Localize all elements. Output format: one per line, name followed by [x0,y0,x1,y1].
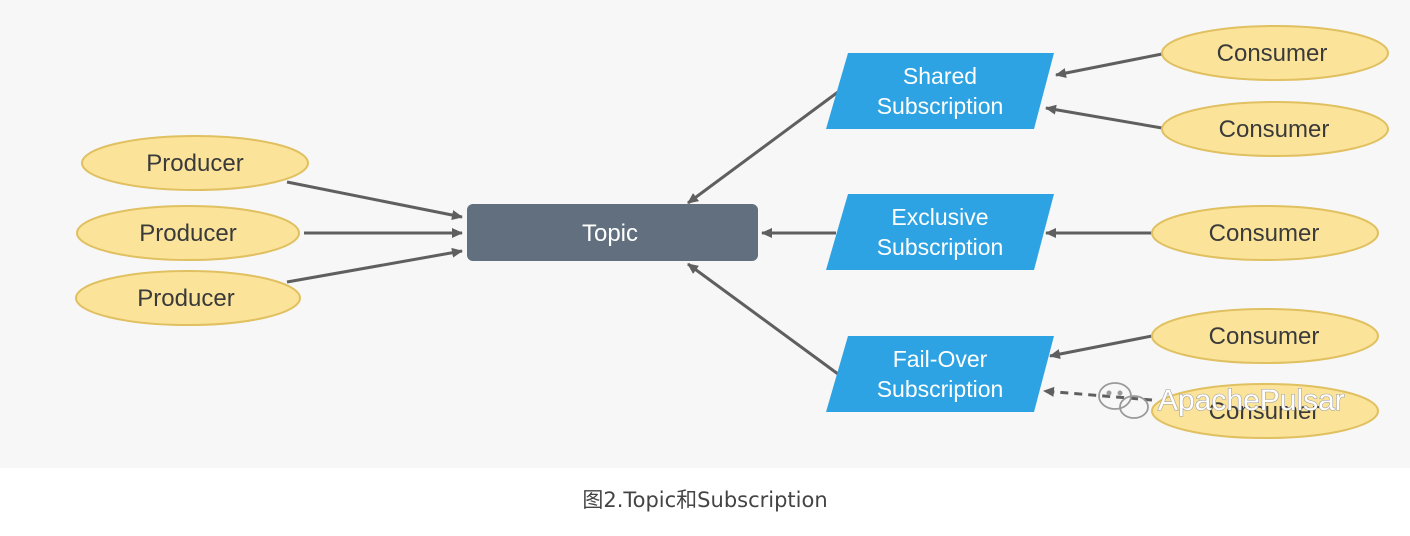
figure-caption: 图2.Topic和Subscription [582,488,828,512]
consumer-node-5: Consumer [1151,383,1379,439]
edge-consumer-4-to-failover [1049,334,1153,359]
consumer-node-2: Consumer [1161,101,1389,157]
producer-label: Producer [137,285,234,312]
edge-failover-to-topic [687,262,839,376]
subscription-title: Fail-Over [893,346,988,372]
producer-label: Producer [146,150,243,177]
topic-node: Topic [467,204,758,261]
consumer-label: Consumer [1209,398,1320,425]
producer-edges [286,180,463,284]
consumer-node-1: Consumer [1161,25,1389,81]
producer-node-3: Producer [75,270,301,326]
subscription-subtitle: Subscription [877,376,1004,402]
consumer-label: Consumer [1209,220,1320,247]
consumer-label: Consumer [1219,116,1330,143]
topic-subscription-diagram: Producer Producer Producer Topic Shared … [75,25,1389,439]
watermark: ApachePulsar [1098,382,1345,419]
consumer-node-3: Consumer [1151,205,1379,261]
edge-producer-1-to-topic [286,180,463,220]
producer-label: Producer [139,220,236,247]
edge-consumer-2-to-shared [1045,104,1163,130]
exclusive-subscription-node: Exclusive Subscription [826,194,1054,270]
failover-subscription-node: Fail-Over Subscription [826,336,1054,412]
topic-label: Topic [582,220,638,247]
consumer-label: Consumer [1209,323,1320,350]
consumer-label: Consumer [1217,40,1328,67]
edge-consumer-5-to-failover [1043,386,1153,402]
subscription-title: Exclusive [891,204,988,230]
subscription-subtitle: Subscription [877,93,1004,119]
subscription-subtitle: Subscription [877,234,1004,260]
wechat-icon [1098,382,1149,419]
subscription-edges [687,90,839,376]
watermark-text: ApachePulsar [1158,384,1345,417]
shared-subscription-node: Shared Subscription [826,53,1054,129]
edge-consumer-1-to-shared [1055,52,1163,78]
consumer-edges [1043,52,1163,402]
edge-shared-to-topic [687,90,839,205]
subscription-title: Shared [903,63,977,89]
edge-producer-3-to-topic [286,247,463,284]
consumer-node-4: Consumer [1151,308,1379,364]
producer-node-2: Producer [76,205,300,261]
producer-node-1: Producer [81,135,309,191]
